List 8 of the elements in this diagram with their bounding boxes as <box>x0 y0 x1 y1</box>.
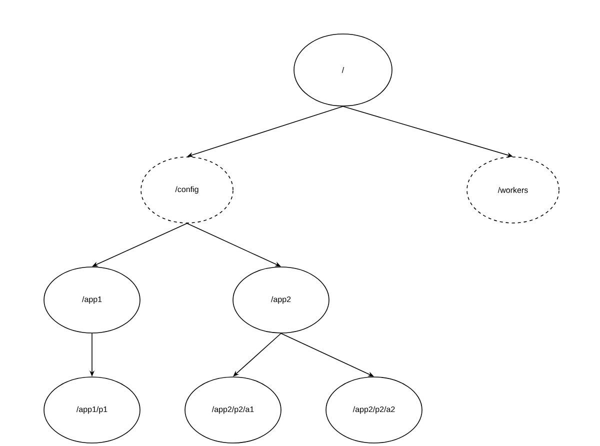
ellipse-node: /app2 <box>232 266 330 334</box>
dashed-ellipse-node: /config <box>140 156 234 224</box>
ellipse-node: /app1/p1 <box>44 376 140 444</box>
ellipse-node: / <box>294 34 392 106</box>
ellipse-node: /app2/p2/a1 <box>184 376 282 444</box>
ellipse-node: /app2/p2/a2 <box>326 376 422 444</box>
dashed-ellipse-node: /workers <box>466 156 560 224</box>
ellipse-node: /app1 <box>44 266 140 334</box>
